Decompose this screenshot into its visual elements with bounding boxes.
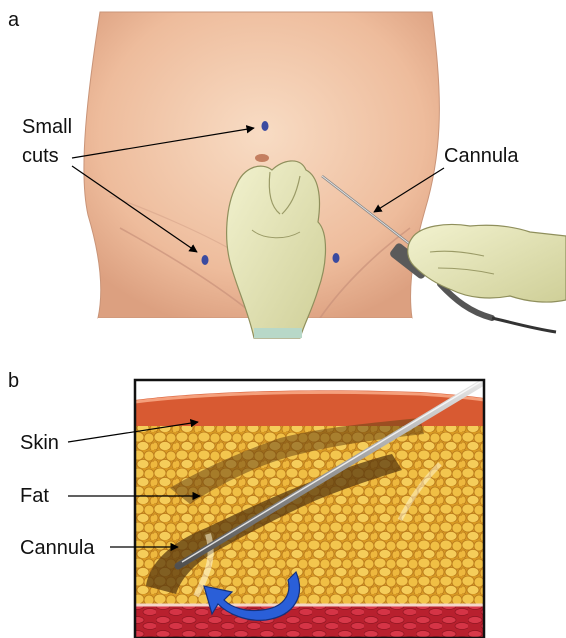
skin-label: Skin [20,432,59,454]
cannula-label-a: Cannula [444,145,519,167]
cut-mark-right [333,253,340,263]
small-cuts-label-line1: Small [22,116,72,138]
right-gloved-hand [408,225,566,303]
muscle-layer [135,604,484,638]
cannula-label-b: Cannula [20,537,95,559]
panel-b-letter: b [8,370,19,392]
cut-mark-left [202,255,209,265]
tissue-cross-section [135,370,500,638]
fat-label: Fat [20,485,49,507]
fat-layer [135,426,484,606]
panel-a-letter: a [8,9,20,31]
small-cuts-label-line2: cuts [22,145,59,167]
navel [255,154,269,162]
cut-mark-upper [262,121,269,131]
